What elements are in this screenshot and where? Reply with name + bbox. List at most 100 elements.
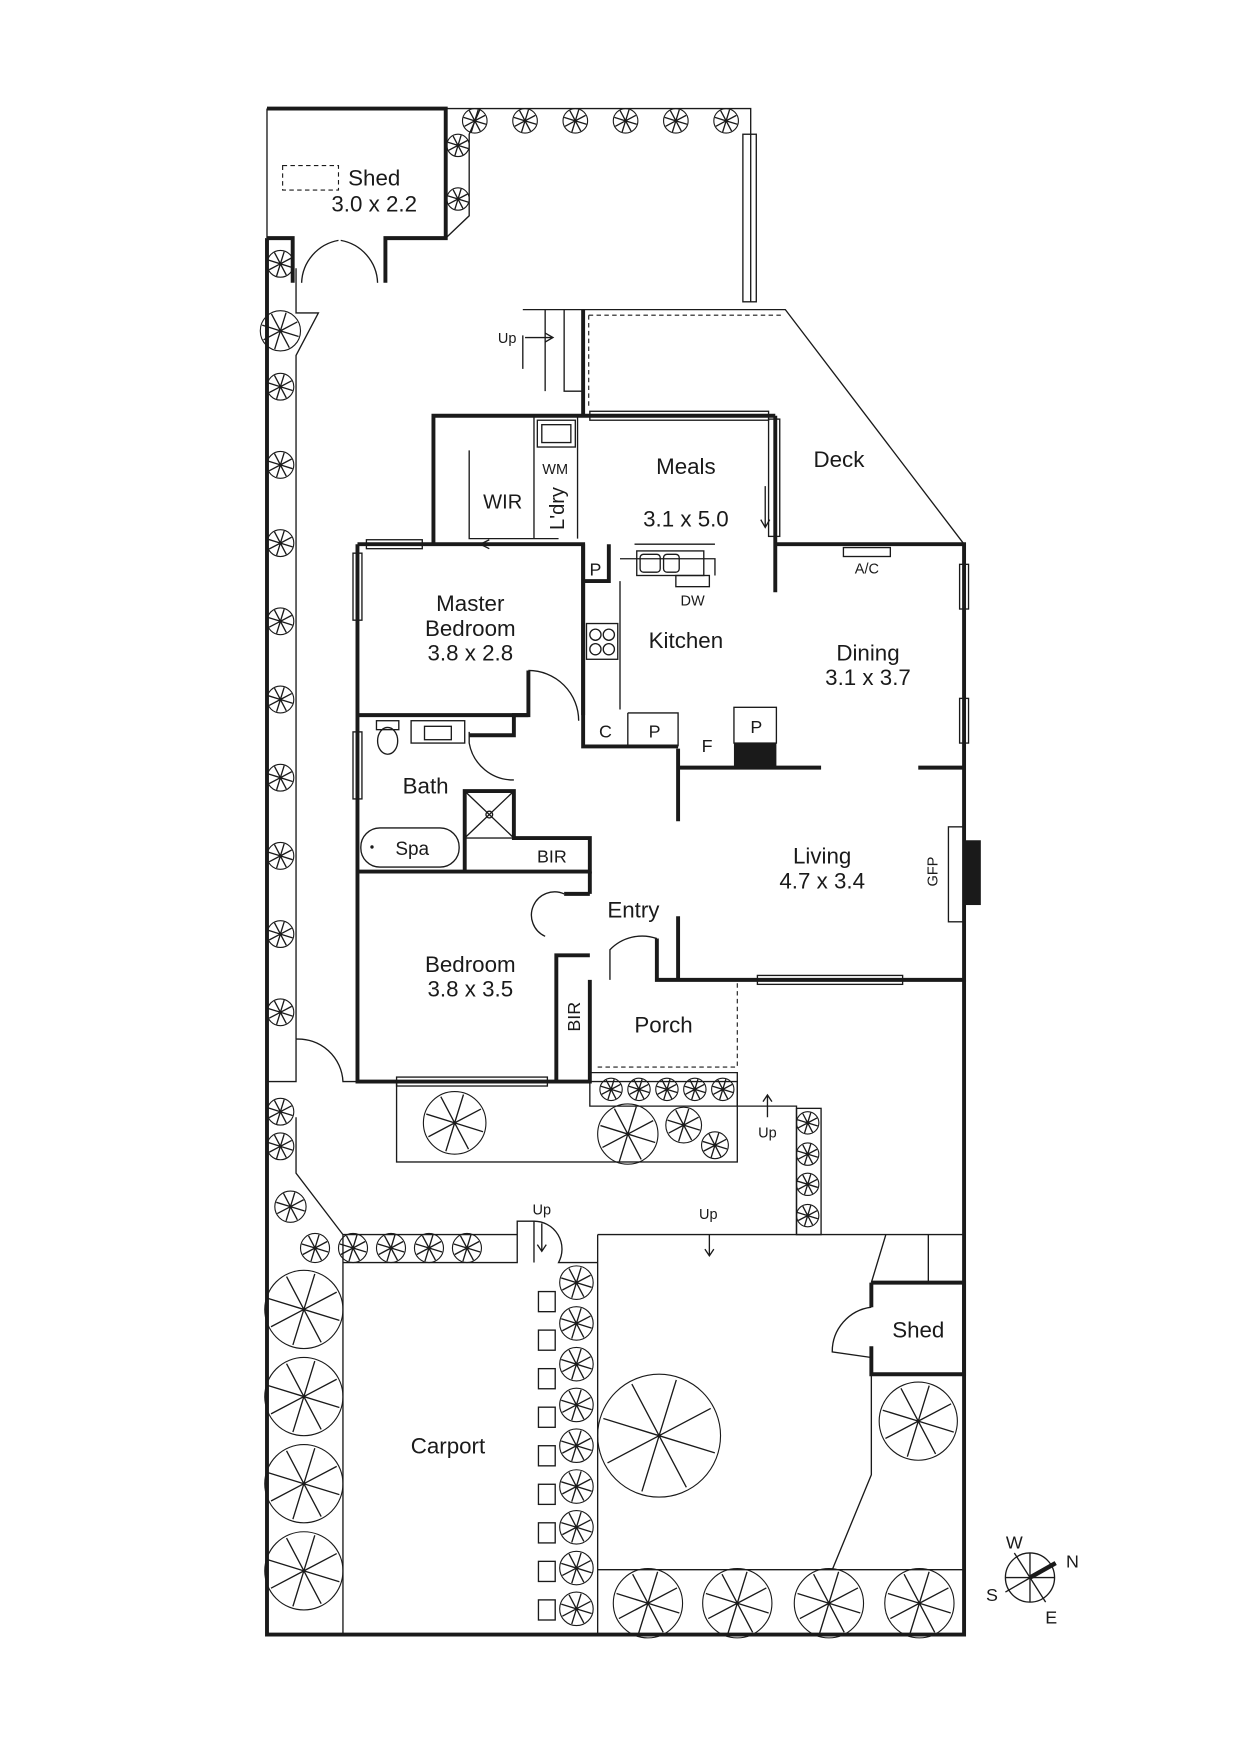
pantry-label: P (589, 559, 601, 579)
compass-s: S (986, 1585, 998, 1605)
compass-w: W (1006, 1533, 1023, 1553)
tree-icon (612, 1568, 684, 1639)
tree-icon (559, 1591, 594, 1627)
master-label-2: Bedroom (425, 616, 516, 641)
tree-icon (274, 1190, 307, 1223)
tree-icon (663, 107, 689, 134)
tree-icon (795, 1111, 820, 1135)
tree-icon (559, 1428, 594, 1464)
laundry-label: L'dry (547, 487, 569, 530)
tree-icon (665, 1106, 703, 1144)
tree-icon (266, 607, 295, 636)
tree-icon (512, 107, 538, 134)
tree-icon (683, 1077, 707, 1102)
tree-icon (795, 1203, 820, 1228)
spa-label: Spa (395, 839, 429, 860)
walls (265, 106, 981, 1637)
tree-icon (264, 1444, 344, 1524)
tree-icon (266, 998, 295, 1027)
compass-e: E (1045, 1607, 1057, 1627)
bath-label: Bath (403, 773, 449, 798)
compass: W N S E (986, 1533, 1079, 1628)
master-dims: 3.8 x 2.8 (427, 640, 513, 665)
tree-icon (700, 1131, 729, 1160)
tree-icon (559, 1469, 594, 1504)
tree-icon (597, 1373, 722, 1498)
tree-icon (612, 107, 639, 134)
shed-top-dims: 3.0 x 2.2 (331, 191, 417, 216)
tree-icon (559, 1387, 594, 1423)
kitchen-label: Kitchen (649, 628, 723, 653)
compass-n: N (1066, 1551, 1079, 1571)
pantry-label: P (649, 721, 661, 741)
landscaping-trees (259, 107, 958, 1639)
stairs-up-label: Up (533, 1202, 552, 1218)
tree-icon (266, 685, 295, 714)
deck-label: Deck (814, 447, 866, 472)
tree-icon (266, 920, 295, 949)
tree-icon (795, 1172, 820, 1197)
living-dims: 4.7 x 3.4 (779, 868, 865, 893)
gfp-label: GFP (925, 857, 941, 887)
tree-icon (413, 1232, 445, 1264)
dw-label: DW (681, 594, 705, 610)
tree-icon (266, 1132, 295, 1161)
pantry-label: P (750, 717, 762, 737)
tree-icon (299, 1232, 331, 1264)
dining-label: Dining (836, 640, 899, 665)
stepping-stone (537, 1522, 556, 1544)
entry-label: Entry (607, 897, 660, 922)
bir-label: BIR (564, 1002, 584, 1032)
stepping-stone (537, 1290, 556, 1313)
tree-icon (375, 1232, 407, 1264)
living-label: Living (793, 844, 851, 869)
fixture-labels: WM DW A/C P C P F P BIR BIR Spa GFP Up U… (395, 331, 941, 1223)
master-label-1: Master (436, 591, 505, 616)
meals-dims: 3.1 x 5.0 (643, 506, 729, 531)
shed-bottom-label: Shed (892, 1317, 944, 1342)
tree-icon (713, 107, 739, 134)
tree-icon (266, 763, 295, 792)
meals-label: Meals (656, 454, 716, 479)
tree-icon (627, 1077, 651, 1102)
tree-icon (793, 1568, 865, 1639)
tree-icon (446, 133, 470, 158)
tree-icon (702, 1568, 773, 1639)
ac-label: A/C (855, 561, 879, 577)
wm-label: WM (542, 462, 568, 478)
fridge-label: F (702, 736, 713, 756)
tree-icon (451, 1232, 483, 1264)
stepping-stone (537, 1329, 556, 1351)
tree-icon (266, 529, 295, 558)
wir-label: WIR (483, 491, 522, 513)
tree-icon (266, 1097, 295, 1126)
tree-icon (559, 1550, 594, 1586)
tree-icon (559, 1509, 594, 1545)
tree-icon (655, 1077, 679, 1102)
tree-icon (446, 187, 470, 211)
stairs-up-label: Up (498, 331, 517, 347)
tree-icon (795, 1142, 820, 1166)
tree-icon (264, 1356, 344, 1437)
tree-icon (597, 1103, 659, 1165)
tree-icon (337, 1232, 369, 1264)
tree-icon (711, 1077, 735, 1102)
tree-icon (562, 107, 589, 134)
tree-icon (266, 372, 295, 401)
stepping-stone (537, 1483, 556, 1506)
carport-label: Carport (411, 1434, 486, 1459)
bedroom-dims: 3.8 x 3.5 (427, 977, 513, 1002)
room-labels: Shed 3.0 x 2.2 Deck Meals 3.1 x 5.0 WIR … (331, 166, 944, 1459)
stepping-stone (537, 1560, 556, 1583)
tree-icon (266, 249, 295, 278)
tree-icon (422, 1091, 487, 1155)
stepping-stone (537, 1406, 556, 1428)
porch-label: Porch (634, 1012, 692, 1037)
dining-dims: 3.1 x 3.7 (825, 665, 911, 690)
stepping-stone (537, 1367, 556, 1390)
tree-icon (264, 1531, 344, 1611)
tree-icon (559, 1265, 594, 1300)
tree-icon (264, 1269, 344, 1350)
cupboard-label: C (599, 721, 612, 741)
